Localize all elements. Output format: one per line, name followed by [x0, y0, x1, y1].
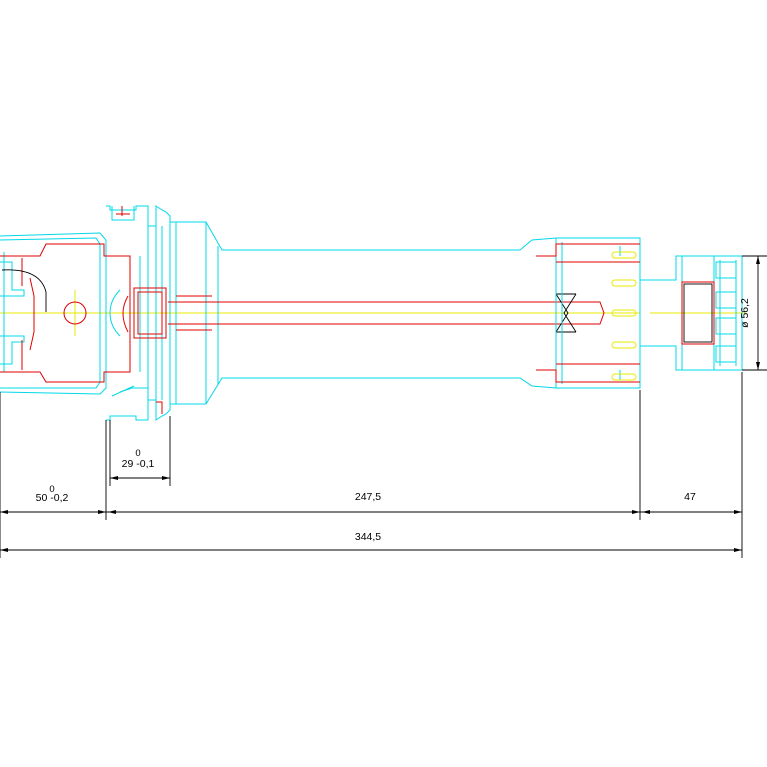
thread-insert [133, 287, 167, 339]
centerline [0, 290, 745, 336]
hsk-shank [0, 232, 131, 395]
nut-length-label: 47 [684, 491, 696, 503]
shank-tolerance-upper: 0 [49, 484, 54, 495]
dimension-lines [0, 255, 767, 558]
clamping-nut [639, 255, 743, 371]
body-length-label: 247,5 [355, 491, 381, 503]
flange-length-label: 29 -0,1 [122, 458, 155, 470]
shank-length-label: 50 -0,2 [36, 492, 69, 504]
chuck-head [536, 238, 640, 388]
total-length-label: 344,5 [355, 531, 381, 543]
flange [106, 205, 171, 421]
flange-tolerance-upper: 0 [135, 448, 140, 459]
nut-diameter-label: ø 56,2 [739, 298, 751, 328]
